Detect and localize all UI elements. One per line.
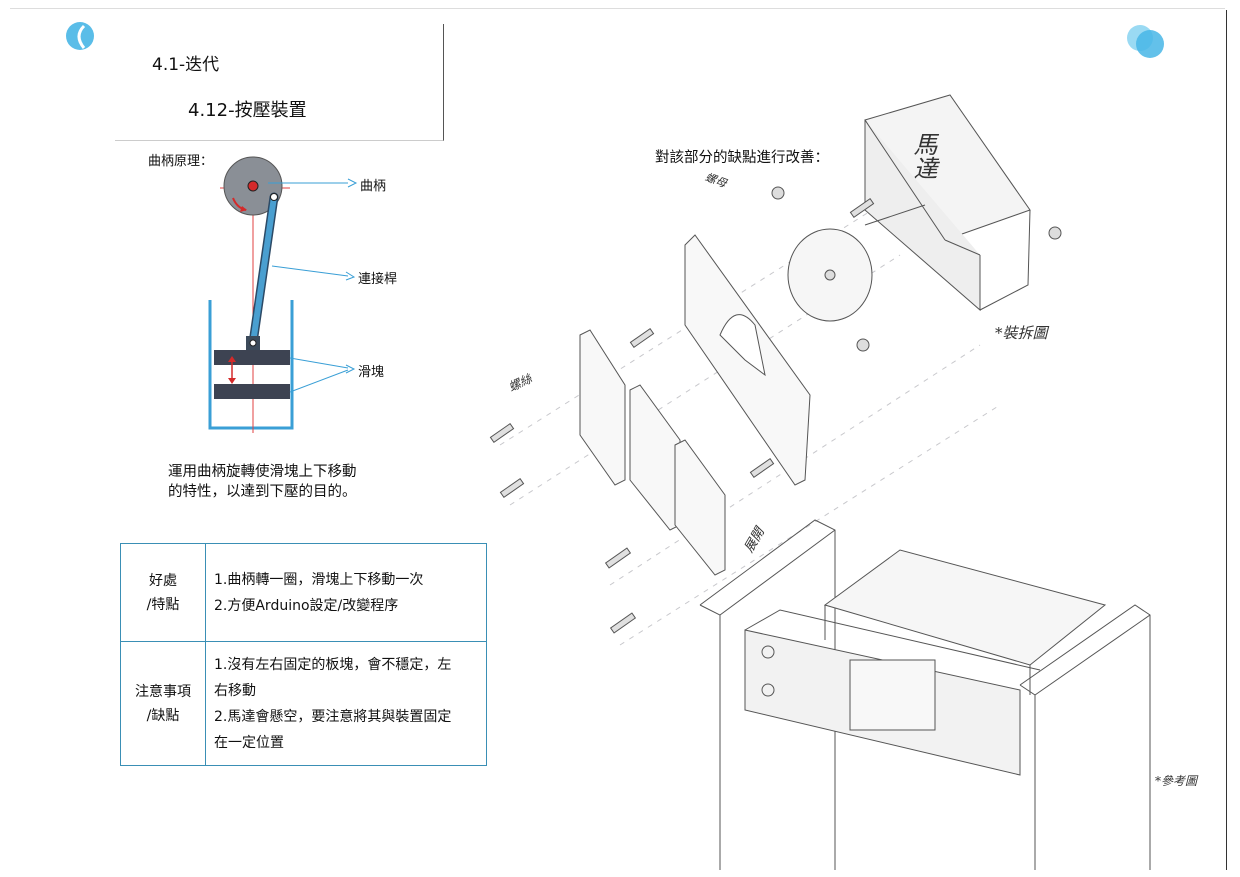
top-border [10, 8, 1225, 9]
pros-cons-table: 好處 /特點 1.曲柄轉一圈，滑塊上下移動一次 2.方便Arduino設定/改變… [120, 543, 487, 766]
exploded-view-drawing [489, 94, 1151, 870]
note-reference: *參考圖 [1155, 774, 1198, 788]
table-row: 注意事項 /缺點 1.沒有左右固定的板塊，會不穩定，左 右移動 2.馬達會懸空，… [120, 641, 487, 766]
crank-description: 運用曲柄旋轉使滑塊上下移動的特性，以達到下壓的目的。 [168, 464, 357, 500]
table-key: 好處 /特點 [120, 543, 206, 642]
crank-principle-label: 曲柄原理： [148, 154, 214, 169]
note-disassembly: *裝拆圖 [995, 324, 1048, 342]
table-value: 1.沒有左右固定的板塊，會不穩定，左 右移動 2.馬達會懸空，要注意將其與裝置固… [205, 641, 487, 766]
table-key: 注意事項 /缺點 [120, 641, 206, 766]
right-page-border [1226, 10, 1227, 870]
crank-diagram [208, 156, 358, 433]
label-connecting-rod: 連接桿 [358, 272, 398, 287]
label-slider: 滑塊 [358, 365, 385, 380]
section-title: 4.1-迭代 [152, 55, 220, 75]
improvement-heading: 對該部分的缺點進行改善： [655, 150, 829, 166]
table-row: 好處 /特點 1.曲柄轉一圈，滑塊上下移動一次 2.方便Arduino設定/改變… [120, 543, 487, 642]
label-crank: 曲柄 [360, 179, 387, 194]
subsection-title: 4.12-按壓裝置 [188, 100, 307, 121]
motor-label: 馬達 [909, 132, 937, 180]
title-box [115, 24, 444, 141]
blue-blob-right-icon [1127, 25, 1164, 58]
blue-blob-left-icon [66, 22, 94, 50]
table-value: 1.曲柄轉一圈，滑塊上下移動一次 2.方便Arduino設定/改變程序 [205, 543, 487, 642]
